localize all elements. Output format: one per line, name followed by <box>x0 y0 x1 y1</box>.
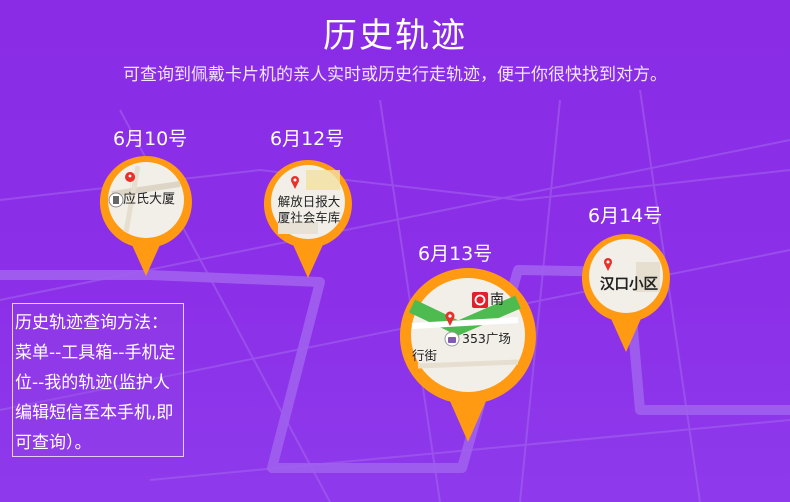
pin-place-jun13: 353广场 <box>462 331 511 346</box>
map-marker-icon <box>125 172 136 192</box>
date-label-jun12: 6月12号 <box>270 128 345 150</box>
page-title: 历史轨迹 <box>323 16 467 56</box>
map-marker-icon <box>604 258 612 271</box>
map-marker-icon <box>291 176 299 189</box>
metro-station-label: 南 <box>490 292 504 308</box>
location-pin-jun10[interactable]: 应氏大厦 <box>98 154 194 278</box>
howto-instructions-box: 历史轨迹查询方法：菜单--工具箱--手机定位--我的轨迹(监护人编辑短信至本手机… <box>12 303 184 457</box>
pin-place-jun14: 汉口小区 <box>600 277 658 293</box>
shopping-bag-icon <box>444 331 460 347</box>
location-pin-jun14[interactable]: 汉口小区 <box>580 232 672 354</box>
street-label: 行街 <box>412 348 438 363</box>
trajectory-route <box>0 265 790 473</box>
date-label-jun14: 6月14号 <box>588 205 663 227</box>
pin-place-jun10: 应氏大厦 <box>123 192 176 207</box>
map-marker-icon <box>445 311 455 326</box>
metro-station-icon <box>472 292 488 308</box>
location-pin-jun13[interactable]: 南 353广场 行街 <box>398 266 538 444</box>
location-pin-jun12[interactable]: 解放日报大 厦社会车库 <box>262 158 354 280</box>
pin-place-jun12: 解放日报大 厦社会车库 <box>277 194 341 225</box>
date-label-jun13: 6月13号 <box>418 243 493 265</box>
building-icon <box>108 192 124 208</box>
date-label-jun10: 6月10号 <box>113 128 188 150</box>
page-subtitle: 可查询到佩戴卡片机的亲人实时或历史行走轨迹，便于你很快找到对方。 <box>123 65 667 85</box>
